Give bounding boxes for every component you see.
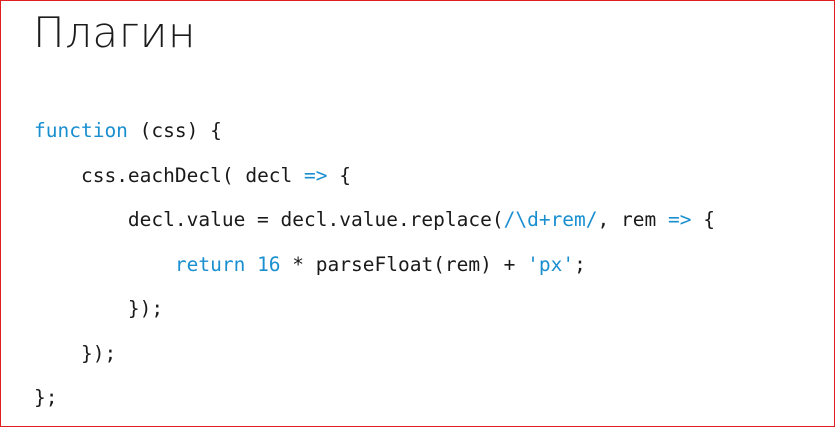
code-line: }; bbox=[34, 376, 715, 421]
code-line: }); bbox=[34, 332, 715, 377]
code-token: css.eachDecl( decl bbox=[80, 163, 305, 187]
code-keyword: /\d+rem/ bbox=[503, 208, 598, 231]
code-token: , rem bbox=[597, 208, 668, 231]
code-block: function (css) { css.eachDecl( decl => {… bbox=[34, 109, 715, 421]
code-keyword: => bbox=[304, 163, 328, 187]
code-token: { bbox=[691, 208, 715, 231]
code-indent bbox=[34, 164, 81, 187]
code-line: }); bbox=[34, 287, 715, 332]
code-token: }); bbox=[127, 297, 164, 320]
code-token: * parseFloat(rem) + bbox=[280, 252, 528, 276]
code-line: decl.value = decl.value.replace(/\d+rem/… bbox=[34, 198, 715, 243]
code-keyword: => bbox=[667, 208, 692, 231]
code-token: }; bbox=[34, 386, 58, 409]
code-line: return 16 * parseFloat(rem) + 'px'; bbox=[34, 243, 715, 288]
code-token: { bbox=[327, 163, 351, 187]
code-keyword: 'px' bbox=[527, 252, 575, 276]
code-token: decl.value = decl.value.replace( bbox=[127, 208, 504, 231]
code-indent bbox=[34, 297, 128, 320]
code-token: ; bbox=[574, 252, 586, 276]
code-line: css.eachDecl( decl => { bbox=[34, 154, 715, 199]
code-keyword: return 16 bbox=[174, 252, 281, 276]
code-keyword: function bbox=[34, 119, 128, 142]
slide-title: Плагин bbox=[33, 8, 196, 57]
code-token: (css) { bbox=[127, 119, 222, 142]
code-token: }); bbox=[80, 341, 117, 365]
code-indent bbox=[34, 253, 175, 276]
code-indent bbox=[34, 342, 81, 365]
code-line: function (css) { bbox=[34, 109, 715, 154]
code-indent bbox=[34, 208, 128, 231]
